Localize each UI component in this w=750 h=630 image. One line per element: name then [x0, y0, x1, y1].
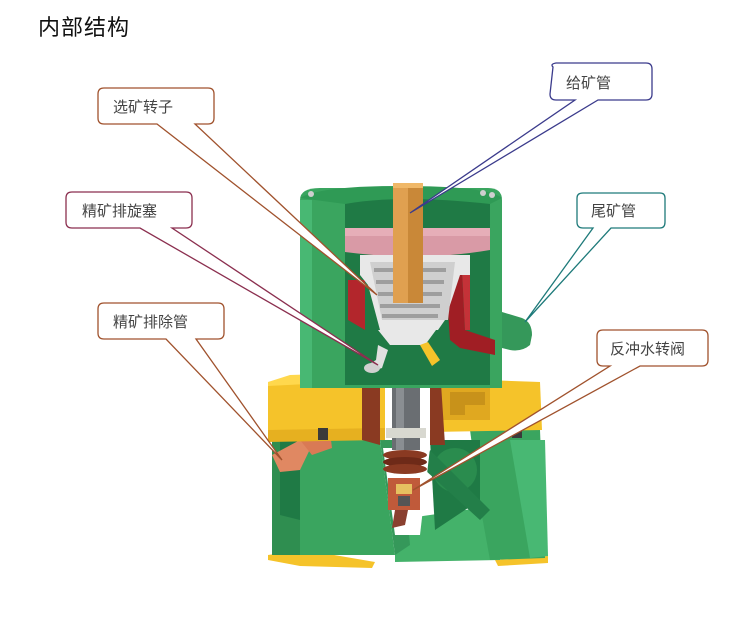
- callout-label-separation-rotor: 选矿转子: [113, 98, 173, 116]
- callout-label-concentrate-discharge-plug: 精矿排旋塞: [82, 202, 157, 220]
- centrifugal-concentrator-illustration: [268, 183, 548, 568]
- callout-backflush-rotary-valve: 反冲水转阀: [412, 329, 709, 491]
- callout-ore-feed-pipe: 给矿管: [409, 62, 653, 214]
- callout-separation-rotor: 选矿转子: [97, 87, 378, 296]
- callout-label-tailings-pipe: 尾矿管: [591, 202, 636, 220]
- callout-concentrate-discharge-plug: 精矿排旋塞: [65, 191, 379, 366]
- callout-tailings-pipe: 尾矿管: [524, 192, 666, 323]
- callout-label-ore-feed-pipe: 给矿管: [566, 74, 611, 92]
- callout-label-backflush-rotary-valve: 反冲水转阀: [610, 340, 685, 358]
- callout-label-concentrate-discharge-pipe: 精矿排除管: [113, 313, 188, 331]
- page-title: 内部结构: [38, 16, 131, 41]
- callout-concentrate-discharge-pipe: 精矿排除管: [97, 302, 283, 461]
